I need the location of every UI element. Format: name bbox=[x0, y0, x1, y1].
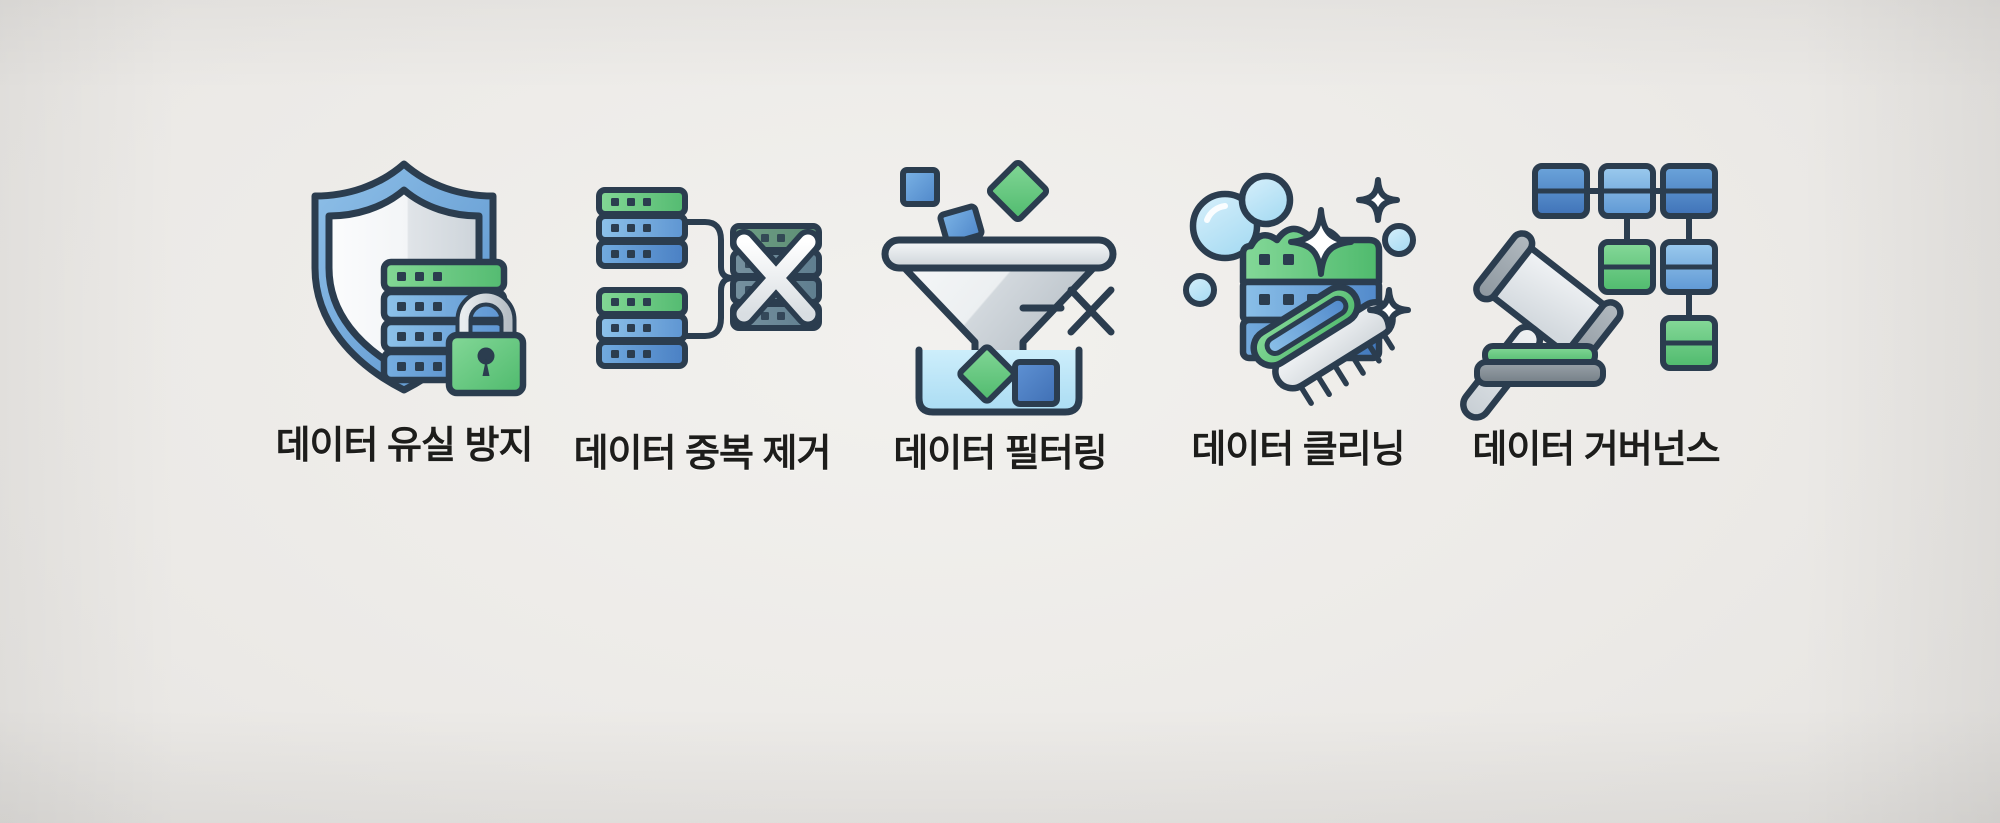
funnel-body bbox=[891, 254, 1107, 359]
bubble-tiny bbox=[1382, 223, 1416, 257]
node-row-0 bbox=[1532, 163, 1718, 219]
keyhole bbox=[477, 347, 495, 365]
reject-x-icon bbox=[1067, 286, 1115, 336]
server-scrub-brush-bubbles-icon bbox=[1173, 150, 1423, 406]
funnel-filter-icon bbox=[875, 150, 1125, 416]
bubble-medium bbox=[1238, 172, 1294, 228]
input-shapes bbox=[900, 159, 1050, 247]
sounding-block bbox=[1474, 343, 1606, 387]
gavel-node-hierarchy-icon bbox=[1460, 150, 1721, 421]
brush-bristles bbox=[1297, 331, 1395, 406]
brush-handle-grip bbox=[1264, 295, 1349, 357]
server-led-dots bbox=[397, 272, 442, 371]
card-data-deduplication[interactable]: 데이터 중복 제거 bbox=[552, 150, 852, 477]
duplicate-servers-removed-icon bbox=[577, 150, 827, 400]
shield-server-lock-icon bbox=[279, 150, 529, 400]
reject-x-mark bbox=[1019, 286, 1115, 336]
server-row-3 bbox=[596, 239, 688, 269]
sparkles bbox=[1288, 177, 1411, 333]
sparkle-small bbox=[1367, 287, 1411, 333]
blue-square-input bbox=[900, 167, 940, 207]
connector-lines bbox=[681, 219, 736, 339]
node-row-2 bbox=[1660, 315, 1718, 371]
bubble-small bbox=[1183, 273, 1217, 307]
card-label: 데이터 유실 방지 bbox=[275, 425, 534, 467]
sparkle-large bbox=[1288, 207, 1354, 277]
icon-card-row: 데이터 유실 방지 bbox=[0, 150, 2000, 477]
server-stack-bottom bbox=[596, 287, 688, 369]
cross-mark-icon bbox=[731, 229, 821, 327]
funnel-rim bbox=[881, 236, 1117, 272]
node-row-1 bbox=[1598, 239, 1718, 295]
card-data-filtering[interactable]: 데이터 필터링 bbox=[850, 150, 1150, 477]
soap-bubbles bbox=[1183, 172, 1416, 307]
padlock-icon bbox=[445, 289, 527, 397]
card-data-cleaning[interactable]: 데이터 클리닝 bbox=[1148, 150, 1448, 473]
green-diamond-input bbox=[986, 159, 1050, 223]
card-label: 데이터 클리닝 bbox=[1191, 429, 1405, 471]
green-diamond-collected bbox=[957, 344, 1017, 404]
gavel-cap-left bbox=[1473, 230, 1536, 303]
card-data-governance[interactable]: 데이터 거버넌스 bbox=[1446, 150, 1746, 473]
scrub-brush-icon bbox=[1250, 283, 1396, 406]
card-label: 데이터 거버넌스 bbox=[1472, 429, 1720, 471]
sounding-block-base bbox=[1474, 359, 1606, 387]
server-stack-top bbox=[596, 187, 688, 269]
bubble-highlight bbox=[1204, 203, 1228, 223]
sparkle-medium bbox=[1356, 177, 1400, 223]
card-label: 데이터 필터링 bbox=[893, 433, 1107, 475]
server-row-3 bbox=[596, 339, 688, 369]
blue-square-collected bbox=[1012, 359, 1060, 407]
card-data-loss-prevention[interactable]: 데이터 유실 방지 bbox=[254, 150, 554, 469]
card-label: 데이터 중복 제거 bbox=[573, 433, 832, 475]
